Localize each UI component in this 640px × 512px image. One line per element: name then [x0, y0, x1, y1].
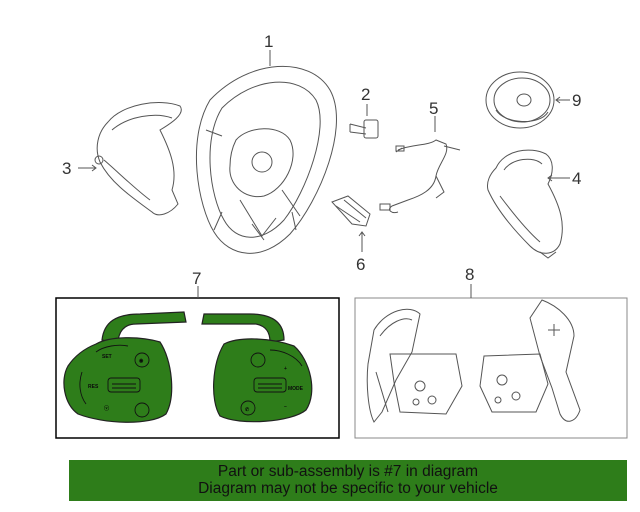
- left-switch-labels: SET RES ⓥ ◉: [88, 354, 144, 412]
- part-3-lower-trim-cover: [94, 102, 182, 216]
- res-button-label: RES: [88, 384, 99, 390]
- right-switch-pad: [213, 338, 313, 423]
- callout-5: 5: [429, 99, 438, 118]
- phone-button-label: ✆: [245, 407, 250, 413]
- banner-line-2: Diagram may not be specific to your vehi…: [198, 480, 498, 497]
- left-switch-arm: [101, 311, 187, 345]
- part-4-back-cover: [487, 149, 563, 259]
- banner-line-1: Part or sub-assembly is #7 in diagram: [217, 463, 479, 480]
- part-1-steering-wheel: [195, 65, 337, 254]
- part-8-frame: [354, 297, 628, 439]
- part-6-switch: [331, 195, 371, 227]
- right-switch-arm: [201, 313, 285, 343]
- callout-7: 7: [192, 269, 201, 288]
- part-8-paddle-shifters: [366, 299, 581, 423]
- leader-lines: [78, 50, 570, 298]
- part-9-airbag: [485, 71, 555, 129]
- callout-8: 8: [465, 265, 474, 284]
- volume-up-label: +: [284, 366, 287, 372]
- callout-9: 9: [572, 91, 581, 110]
- set-button-label: SET: [102, 354, 112, 360]
- part-2-bolt: [349, 119, 379, 139]
- callout-6: 6: [356, 255, 365, 274]
- callout-3: 3: [62, 159, 71, 178]
- callout-2: 2: [361, 85, 370, 104]
- part-5-wire-harness: [379, 139, 461, 213]
- volume-down-label: –: [284, 404, 287, 410]
- left-switch-pad: [63, 337, 173, 423]
- nav-button-label: ◉: [139, 358, 144, 364]
- callout-4: 4: [572, 169, 581, 188]
- right-switch-labels: MODE + – ✆: [245, 366, 304, 413]
- voice-button-label: ⓥ: [104, 405, 109, 412]
- mode-button-label: MODE: [288, 386, 304, 392]
- part-7-steering-switches: [63, 311, 313, 423]
- callout-1: 1: [264, 32, 273, 51]
- diagram-notice-banner: Part or sub-assembly is #7 in diagram Di…: [69, 460, 627, 501]
